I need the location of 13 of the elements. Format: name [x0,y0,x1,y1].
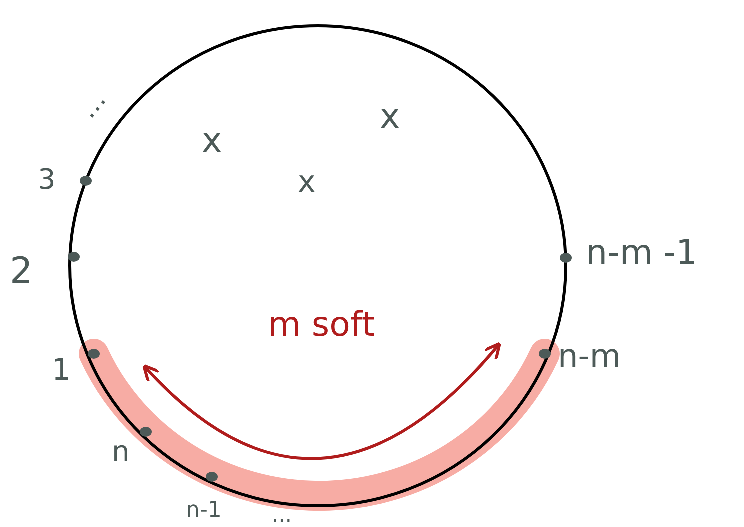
point-label: n-m [558,340,621,372]
point-mark: x [298,168,316,198]
ellipsis: … [74,86,112,124]
point-label: n [112,438,130,466]
point-mark: x [380,100,400,134]
ellipsis: … [272,505,292,525]
point-label: n-1 [186,500,222,522]
point-number: 2 [10,254,33,290]
point-number: 1 [52,356,72,386]
region-label: m soft [268,308,376,342]
point-mark: x [202,124,222,158]
point-label: n-m -1 [586,236,698,270]
point-number: 3 [38,166,56,194]
